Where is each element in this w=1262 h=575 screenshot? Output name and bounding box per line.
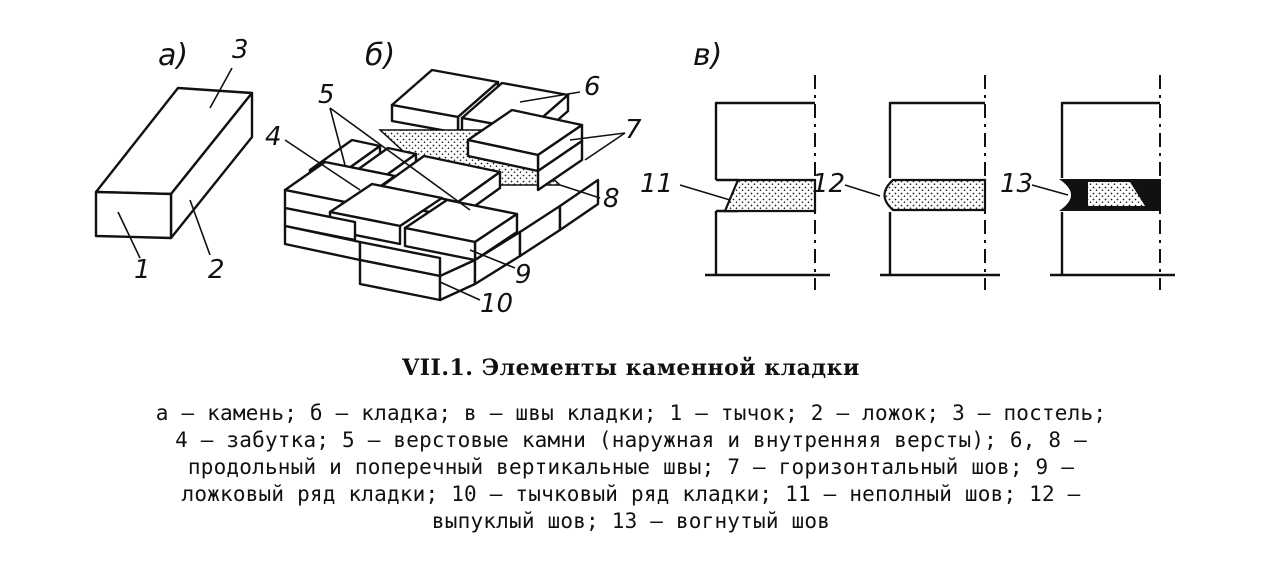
- label-1: 1: [134, 255, 151, 285]
- label-8: 8: [603, 184, 620, 214]
- label-11: 11: [640, 169, 673, 199]
- label-4: 4: [265, 122, 282, 152]
- label-12: 12: [812, 169, 845, 199]
- label-10: 10: [480, 289, 513, 319]
- panel-label-v: в): [693, 38, 722, 73]
- joint-incomplete: [705, 75, 830, 290]
- caption-title: VII.1. Элементы каменной кладки: [402, 355, 860, 381]
- label-5: 5: [318, 80, 335, 110]
- caption-line: выпуклый шов; 13 — вогнутый шов: [431, 509, 831, 533]
- label-2: 2: [208, 255, 225, 285]
- caption-line: ложковый ряд кладки; 10 — тычковый ряд к…: [181, 482, 1081, 506]
- brick-end-header: [94, 190, 173, 240]
- label-9: 9: [515, 260, 532, 290]
- caption-line: а — камень; б — кладка; в — швы кладки; …: [155, 401, 1107, 425]
- label-6: 6: [584, 72, 601, 102]
- panel-label-a: а): [158, 38, 188, 73]
- label-13: 13: [1000, 169, 1033, 199]
- caption-line: продольный и поперечный вертикальные швы…: [187, 455, 1075, 479]
- panel-label-b: б): [365, 38, 395, 73]
- label-7: 7: [625, 115, 642, 145]
- caption-body: а — камень; б — кладка; в — швы кладки; …: [0, 400, 1262, 535]
- label-3: 3: [232, 35, 249, 65]
- joint-concave: [1050, 75, 1175, 290]
- joint-convex: [880, 75, 1000, 290]
- caption-line: 4 — забутка; 5 — верстовые камни (наружн…: [175, 428, 1087, 452]
